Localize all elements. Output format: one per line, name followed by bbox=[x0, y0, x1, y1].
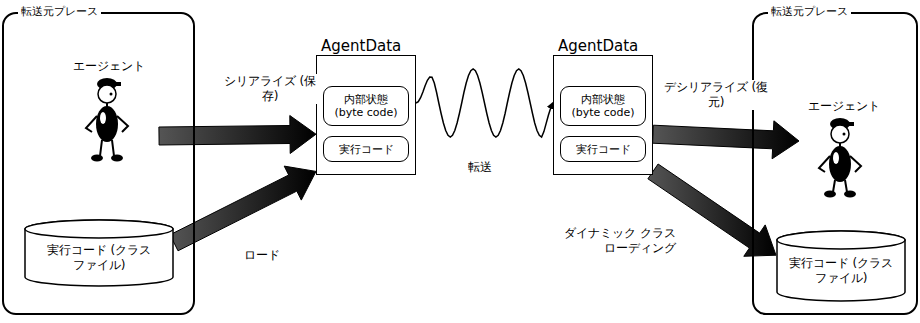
code-label: 実行コード bbox=[339, 143, 394, 156]
cylinder-label: 実行コード (クラスファイル) bbox=[43, 243, 155, 273]
class-file-cylinder: 実行コード (クラスファイル) bbox=[776, 230, 906, 302]
edge-label: ダイナミック クラスローディング bbox=[556, 226, 676, 256]
code-label: 実行コード bbox=[576, 143, 631, 156]
block-arrow bbox=[170, 166, 316, 251]
place-panel: 転送元プレースエージェント実行コード (クラスファイル) bbox=[752, 12, 918, 315]
edge-label: ロード bbox=[232, 248, 292, 263]
agent-label: エージェント bbox=[799, 99, 889, 114]
edge-label: 転送 bbox=[460, 160, 500, 175]
cylinder-label: 実行コード (クラスファイル) bbox=[785, 256, 897, 286]
state-box: 内部状態 (byte code) bbox=[323, 86, 409, 126]
agent-data-box: AgentData内部状態 (byte code)実行コード bbox=[553, 55, 653, 175]
agent-figure bbox=[819, 118, 861, 198]
edge-label: デシリアライズ (復元) bbox=[656, 80, 776, 110]
agent-node: エージェント bbox=[59, 59, 159, 169]
panel-title: 転送元プレース bbox=[18, 5, 101, 19]
class-file-cylinder: 実行コード (クラスファイル) bbox=[24, 219, 174, 287]
box-title: AgentData bbox=[558, 37, 638, 56]
box-title: AgentData bbox=[321, 37, 401, 56]
state-label: 内部状態 (byte code) bbox=[565, 93, 641, 119]
transfer-wave bbox=[416, 69, 553, 137]
agent-data-box: AgentData内部状態 (byte code)実行コード bbox=[316, 55, 416, 175]
state-box: 内部状態 (byte code) bbox=[560, 86, 646, 126]
agent-figure bbox=[86, 78, 128, 162]
state-label: 内部状態 (byte code) bbox=[328, 93, 404, 119]
agent-label: エージェント bbox=[59, 59, 159, 74]
panel-title: 転送元プレース bbox=[768, 5, 851, 19]
place-panel: 転送元プレースエージェント実行コード (クラスファイル) bbox=[2, 12, 195, 315]
edge-label: シリアライズ (保存) bbox=[222, 74, 318, 104]
code-box: 実行コード bbox=[323, 136, 409, 162]
agent-node: エージェント bbox=[799, 99, 889, 204]
code-box: 実行コード bbox=[560, 136, 646, 162]
block-arrow bbox=[159, 116, 316, 154]
block-arrow bbox=[653, 121, 799, 159]
